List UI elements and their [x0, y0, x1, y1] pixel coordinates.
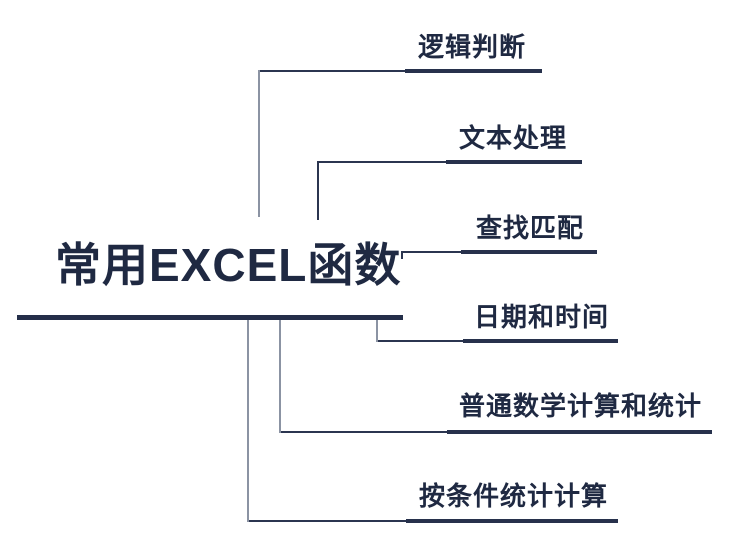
branch-topic-lookup-label: 查找匹配 — [476, 213, 585, 243]
root-topic-underline — [17, 315, 403, 320]
root-topic-label: 常用EXCEL函数 — [55, 239, 402, 291]
branch-topic-datetime-underline — [463, 339, 618, 343]
connector-math-stats-vertical — [279, 320, 281, 433]
connector-conditional-stats-horizontal — [247, 520, 406, 522]
connector-lookup-vertical-stub — [401, 251, 403, 259]
connector-logic-horizontal — [258, 70, 405, 72]
connector-text-horizontal — [317, 161, 446, 163]
branch-topic-conditional-stats-underline — [406, 519, 618, 523]
connector-conditional-stats-vertical — [247, 320, 249, 522]
connector-datetime-horizontal — [376, 340, 463, 342]
connector-lookup-horizontal — [401, 251, 461, 253]
branch-topic-text-underline — [446, 160, 582, 164]
branch-topic-math-stats-underline — [447, 430, 712, 434]
connector-math-stats-horizontal — [279, 431, 447, 433]
connector-text-vertical — [317, 161, 319, 220]
branch-topic-datetime-label: 日期和时间 — [474, 302, 610, 332]
branch-topic-logic-underline — [405, 69, 542, 73]
branch-topic-lookup-underline — [461, 250, 597, 254]
branch-topic-logic-label: 逻辑判断 — [418, 32, 527, 62]
branch-topic-conditional-stats-label: 按条件统计计算 — [419, 481, 609, 511]
connector-logic-vertical — [258, 70, 260, 217]
branch-topic-math-stats-label: 普通数学计算和统计 — [459, 391, 703, 421]
connector-datetime-vertical — [376, 320, 378, 342]
branch-topic-text-label: 文本处理 — [459, 123, 568, 153]
